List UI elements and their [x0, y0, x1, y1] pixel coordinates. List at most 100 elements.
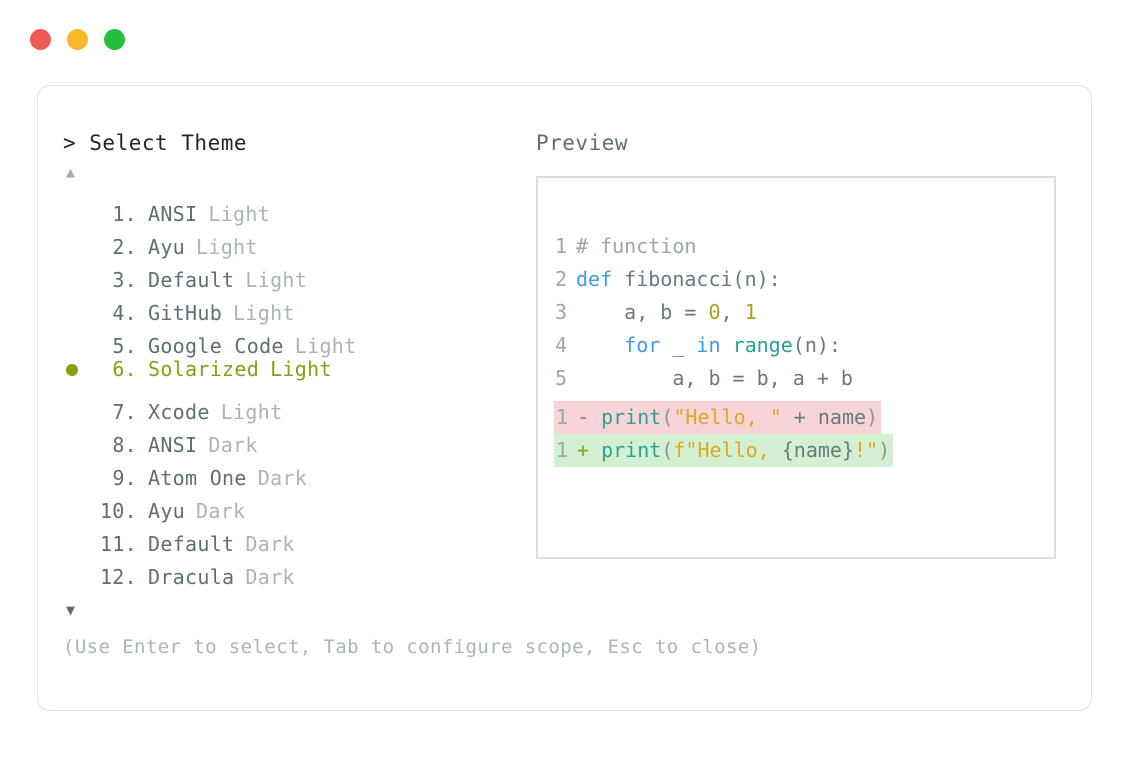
code-token: (n):: [792, 333, 841, 357]
theme-item-index: 8.: [112, 433, 137, 457]
code-token: [576, 333, 624, 357]
code-line: 4 for _ in range(n):: [554, 329, 853, 362]
theme-item-index: 2.: [112, 235, 137, 259]
theme-item-variant: Light: [233, 301, 295, 325]
diff-minus-icon: -: [577, 405, 602, 429]
theme-item-name: ANSI: [148, 433, 198, 457]
code-token: {name}: [781, 438, 854, 462]
code-token: [721, 333, 733, 357]
code-line: 3 a, b = 0, 1: [554, 296, 853, 329]
code-token: in: [696, 333, 721, 357]
theme-list-item[interactable]: 4. GitHub Light: [63, 287, 533, 325]
theme-item-name: GitHub: [148, 301, 223, 325]
code-token: !": [853, 438, 879, 462]
theme-item-name: Atom One: [148, 466, 247, 490]
code-line: 2 def fibonacci(n):: [554, 263, 853, 296]
theme-item-index: 3.: [112, 268, 137, 292]
code-token: (: [661, 405, 674, 429]
page-title: > Select Theme: [63, 131, 248, 155]
code-token: (: [661, 438, 674, 462]
code-token: f"Hello,: [673, 438, 782, 462]
theme-item-index: 6.: [112, 357, 137, 381]
code-token: range: [732, 333, 793, 357]
theme-item-variant: Dark: [196, 499, 246, 523]
diff-line-wrapper: 1+ print(f"Hello, {name}!"): [554, 434, 894, 467]
theme-item-name: Solarized: [148, 357, 260, 381]
code-token: # function: [576, 234, 697, 258]
preview-panel: 1 # function 2 def fibonacci(n): 3 a, b = 0,…: [536, 176, 1056, 559]
code-token: def: [576, 267, 613, 291]
theme-item-index: 7.: [112, 400, 137, 424]
selection-bullet-cell: [63, 287, 91, 320]
code-sample: 1 # function 2 def fibonacci(n): 3 a, b = 0,…: [554, 230, 853, 428]
theme-item-name: Default: [148, 268, 235, 292]
code-line-number: 1: [554, 234, 567, 258]
code-line-number: 3: [554, 300, 567, 324]
theme-item-index: 10.: [99, 499, 137, 523]
selection-bullet-cell: [63, 254, 91, 287]
selection-bullet-cell: [63, 354, 91, 387]
theme-item-variant: Light: [208, 202, 271, 226]
theme-item-index: 4.: [112, 301, 137, 325]
theme-item-variant: Dark: [245, 532, 295, 556]
selection-bullet-cell: [63, 386, 91, 419]
theme-item-name: Ayu: [148, 235, 186, 259]
close-button[interactable]: [30, 29, 51, 50]
theme-item-variant: Dark: [208, 433, 258, 457]
theme-item-index: 9.: [112, 466, 137, 490]
code-token: a, b =: [576, 300, 709, 324]
selection-bullet-cell: [63, 485, 91, 518]
theme-item-name: Google Code: [148, 334, 284, 358]
diff-added-line: 1+ print(f"Hello, {name}!"): [554, 434, 894, 467]
code-line-number: 2: [554, 267, 567, 291]
code-line: 5 a, b = b, a + b: [554, 362, 853, 395]
code-token: a, b = b, a + b: [576, 366, 853, 390]
theme-item-name: Dracula: [148, 565, 235, 589]
theme-item-name: Xcode: [148, 400, 210, 424]
theme-item-variant: Light: [220, 400, 283, 424]
diff-line-number: 1: [555, 438, 568, 462]
code-token: ,: [720, 300, 745, 324]
code-token: ): [866, 405, 879, 429]
code-line: 1 # function: [554, 230, 853, 263]
theme-item-name: Default: [148, 532, 235, 556]
maximize-button[interactable]: [104, 29, 125, 50]
theme-item-variant: Dark: [257, 466, 308, 490]
theme-item-name: ANSI: [148, 202, 198, 226]
scroll-up-icon[interactable]: ▲: [66, 163, 76, 181]
theme-list-item[interactable]: 6. Solarized Light: [63, 353, 533, 386]
scroll-down-icon[interactable]: ▼: [66, 601, 76, 619]
diff-plus-icon: +: [577, 438, 602, 462]
theme-item-variant: Light: [270, 357, 332, 381]
theme-list-item[interactable]: 5. Google Code Light: [63, 320, 533, 358]
code-token: fibonacci(n):: [612, 267, 781, 291]
code-token: _: [660, 333, 697, 357]
code-token: for: [624, 333, 661, 357]
theme-item-index: 11.: [99, 532, 137, 556]
theme-item-variant: Light: [294, 334, 357, 358]
code-token: 1: [744, 300, 757, 324]
theme-list-item[interactable]: 3. Default Light: [63, 254, 533, 292]
selection-bullet-cell: [63, 221, 91, 254]
theme-item-index: 5.: [112, 334, 137, 358]
code-token: 0: [708, 300, 721, 324]
minimize-button[interactable]: [67, 29, 88, 50]
keyboard-hint: (Use Enter to select, Tab to configure s…: [63, 636, 762, 658]
code-token: print: [601, 438, 662, 462]
selection-bullet-cell: [63, 518, 91, 551]
theme-item-variant: Light: [245, 268, 308, 292]
theme-list-item[interactable]: 8. ANSI Dark: [63, 419, 533, 457]
theme-list-item[interactable]: 7. Xcode Light: [63, 386, 533, 424]
window-traffic-lights: [30, 29, 125, 50]
theme-list-item[interactable]: 11. Default Dark: [63, 518, 533, 556]
code-token: print: [601, 405, 662, 429]
selection-bullet-cell: [63, 320, 91, 353]
diff-line-wrapper: 1- print("Hello, " + name): [554, 401, 893, 434]
theme-list-item[interactable]: 9. Atom One Dark: [63, 452, 533, 490]
